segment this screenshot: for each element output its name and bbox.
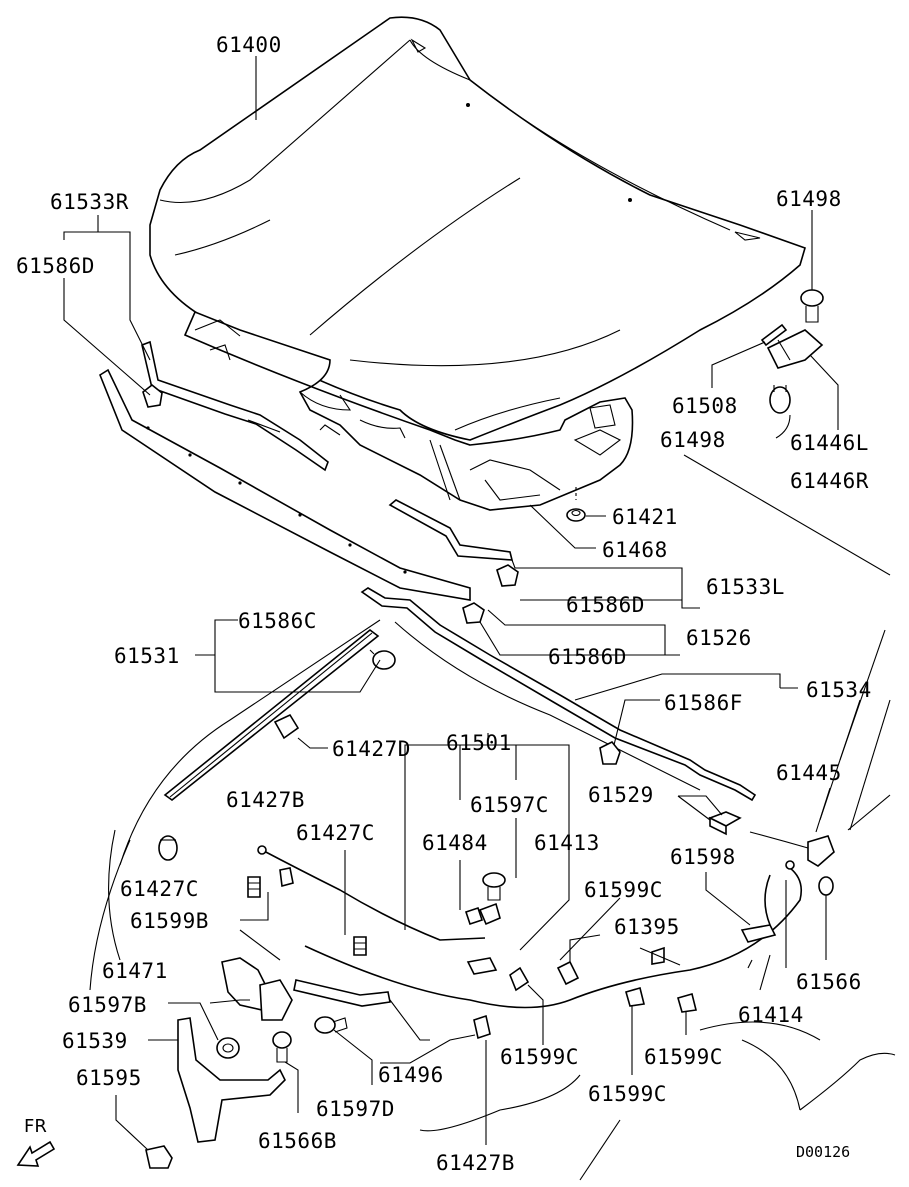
label-61586F[interactable]: 61586F — [664, 691, 743, 715]
label-61599C-a[interactable]: 61599C — [584, 878, 663, 902]
label-61566B[interactable]: 61566B — [258, 1129, 337, 1153]
label-61586C[interactable]: 61586C — [238, 609, 317, 633]
label-61539[interactable]: 61539 — [62, 1029, 128, 1053]
bumper-61427B-lower[interactable] — [473, 1014, 491, 1040]
label-61468[interactable]: 61468 — [602, 538, 668, 562]
latch-61445[interactable] — [807, 835, 835, 867]
label-61533L[interactable]: 61533L — [706, 575, 785, 599]
label-61446R[interactable]: 61446R — [790, 469, 869, 493]
label-61427C-a[interactable]: 61427C — [296, 821, 375, 845]
bumper-61427C-left[interactable] — [247, 876, 261, 898]
label-61445[interactable]: 61445 — [776, 761, 842, 785]
label-61526[interactable]: 61526 — [686, 626, 752, 650]
label-61471[interactable]: 61471 — [102, 959, 168, 983]
clip-61586C[interactable] — [369, 649, 396, 670]
label-61427B-b[interactable]: 61427B — [436, 1151, 515, 1175]
label-61533R[interactable]: 61533R — [50, 190, 129, 214]
label-61599B[interactable]: 61599B — [130, 909, 209, 933]
bumper-61427B-upper[interactable] — [158, 835, 178, 861]
label-61566-a[interactable]: 61566 — [796, 970, 862, 994]
bolt-61498-upper[interactable] — [800, 289, 824, 323]
clip-61586F[interactable] — [599, 740, 621, 765]
label-61501[interactable]: 61501 — [446, 731, 512, 755]
label-61413[interactable]: 61413 — [534, 831, 600, 855]
label-61599C-b[interactable]: 61599C — [500, 1045, 579, 1069]
weatherstrip-long[interactable] — [99, 368, 471, 601]
diagram-code: D00126 — [796, 1143, 850, 1161]
label-61427B-a[interactable]: 61427B — [226, 788, 305, 812]
pin-61508[interactable] — [760, 323, 788, 347]
weatherstrip-61531[interactable] — [163, 628, 380, 802]
clip-61599C-3[interactable] — [625, 987, 645, 1007]
label-61484[interactable]: 61484 — [422, 831, 488, 855]
part-labels: 61400 61533R 61586D 61498 61508 61498 61… — [16, 33, 872, 1175]
label-61597D[interactable]: 61597D — [316, 1097, 395, 1121]
label-61586D-a[interactable]: 61586D — [16, 254, 95, 278]
bumper-61427D[interactable] — [273, 713, 300, 740]
label-61586D-c[interactable]: 61586D — [548, 645, 627, 669]
label-61586D-b[interactable]: 61586D — [566, 593, 645, 617]
bolt-61597C[interactable] — [482, 872, 506, 901]
clip-61599C-4[interactable] — [677, 993, 697, 1013]
grommet-61595[interactable] — [145, 1145, 173, 1169]
label-61427D[interactable]: 61427D — [332, 737, 411, 761]
clip-61599C-1[interactable] — [509, 966, 530, 992]
clip-61586D-lower[interactable] — [462, 602, 485, 624]
clip-61413[interactable] — [466, 957, 498, 975]
clip-61586D-left[interactable] — [142, 383, 163, 408]
part-61598[interactable] — [740, 924, 777, 943]
clip-61599C-2[interactable] — [556, 960, 580, 986]
label-61531[interactable]: 61531 — [114, 644, 180, 668]
label-61498-b[interactable]: 61498 — [660, 428, 726, 452]
bumper-61427C-mid[interactable] — [353, 936, 367, 956]
label-61421[interactable]: 61421 — [612, 505, 678, 529]
leader-lines — [63, 56, 896, 1181]
seal-61533L[interactable] — [388, 499, 514, 561]
seal-61526[interactable] — [360, 587, 757, 802]
label-61597C[interactable]: 61597C — [470, 793, 549, 817]
label-61599C-d[interactable]: 61599C — [588, 1082, 667, 1106]
label-61496[interactable]: 61496 — [378, 1063, 444, 1087]
bolt-61566-right[interactable] — [818, 876, 834, 896]
label-61446L[interactable]: 61446L — [790, 431, 869, 455]
bolt-61498-lower[interactable] — [769, 385, 791, 414]
bracket-61539[interactable] — [177, 1017, 286, 1143]
part-61484[interactable] — [464, 902, 501, 926]
label-61400[interactable]: 61400 — [216, 33, 282, 57]
fr-label: FR — [24, 1116, 47, 1137]
arrow-icon — [16, 1140, 56, 1167]
hood-inner-frame — [183, 310, 634, 511]
part-61421[interactable] — [566, 487, 586, 522]
label-61529[interactable]: 61529 — [588, 783, 654, 807]
label-61599C-c[interactable]: 61599C — [644, 1045, 723, 1069]
clip-61599B[interactable] — [279, 867, 294, 888]
label-61595[interactable]: 61595 — [76, 1066, 142, 1090]
label-61427C-b[interactable]: 61427C — [120, 877, 199, 901]
bolt-61566B[interactable] — [272, 1031, 292, 1063]
cable-61414[interactable] — [747, 860, 795, 969]
label-61414[interactable]: 61414 — [738, 1003, 804, 1027]
front-direction-arrow: FR — [16, 1116, 56, 1167]
bolt-61597B[interactable] — [216, 1037, 240, 1059]
label-61598[interactable]: 61598 — [670, 845, 736, 869]
cable-61413[interactable] — [257, 845, 803, 1009]
label-61534[interactable]: 61534 — [806, 678, 872, 702]
hood-panel[interactable] — [149, 16, 806, 441]
cable-61496[interactable] — [293, 979, 391, 1007]
label-61498-a[interactable]: 61498 — [776, 187, 842, 211]
bolt-61597D[interactable] — [314, 1016, 348, 1034]
cable-61534 — [119, 619, 701, 866]
seal-61533R[interactable] — [141, 340, 329, 472]
latch-assembly-61471[interactable] — [221, 957, 293, 1021]
hinge-61446[interactable] — [766, 329, 824, 369]
pad-61529[interactable] — [708, 811, 742, 836]
label-61597B[interactable]: 61597B — [68, 993, 147, 1017]
label-61508[interactable]: 61508 — [672, 394, 738, 418]
clip-61586D-mid[interactable] — [496, 564, 519, 587]
label-61395[interactable]: 61395 — [614, 915, 680, 939]
